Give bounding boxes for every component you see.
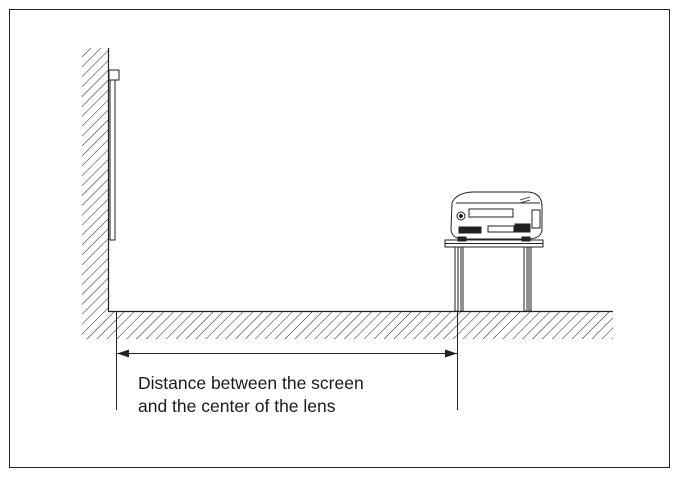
floor (82, 310, 613, 339)
table (444, 239, 544, 312)
projection-screen (108, 69, 120, 241)
caption-line-1: Distance between the screen (138, 373, 364, 393)
wall (82, 48, 110, 311)
distance-dimension (116, 311, 458, 410)
distance-caption: Distance between the screen and the cent… (138, 372, 458, 418)
projector (450, 191, 543, 242)
caption-line-2: and the center of the lens (138, 396, 336, 416)
diagram-frame (9, 9, 670, 468)
